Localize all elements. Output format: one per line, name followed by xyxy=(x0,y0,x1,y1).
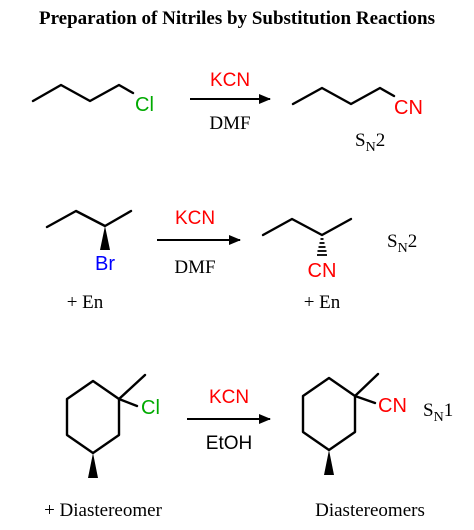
product-3-wedge-methyl xyxy=(324,450,334,475)
substrate-3-methyl-1 xyxy=(117,373,147,401)
reaction-2-mechanism: SN2 xyxy=(387,231,417,256)
substrate-1-halogen: Cl xyxy=(135,94,154,116)
reaction-3-reagent: KCN xyxy=(209,387,249,408)
substrate-1-skeleton xyxy=(31,83,135,103)
reaction-2: Br + En KCN DMF CN + En SN2 xyxy=(45,208,417,313)
substrate-3-halogen: Cl xyxy=(141,397,160,419)
product-1-skeleton xyxy=(291,86,396,106)
reaction-2-reagent: KCN xyxy=(175,208,215,229)
substrate-3-c-cl-bond xyxy=(117,397,139,408)
product-3-ring xyxy=(301,376,357,452)
reaction-2-solvent: DMF xyxy=(174,257,215,278)
reaction-1: Cl KCN DMF CN SN2 xyxy=(31,70,423,155)
product-2-note: + En xyxy=(304,292,341,313)
product-3-c-cn-bond xyxy=(353,394,377,405)
substrate-3-note: + Diastereomer xyxy=(44,500,162,521)
substrate-2-skeleton xyxy=(45,209,133,229)
product-3-methyl-1 xyxy=(353,372,380,398)
reaction-1-mechanism: SN2 xyxy=(355,130,385,155)
reaction-3: Cl + Diastereomer KCN EtOH CN Diastereom… xyxy=(44,372,453,521)
product-1-nitrile: CN xyxy=(394,97,423,119)
reaction-3-solvent: EtOH xyxy=(206,433,252,454)
substrate-2-wedge-bond xyxy=(100,226,110,250)
reaction-1-reagent: KCN xyxy=(210,70,250,91)
reaction-1-solvent: DMF xyxy=(209,113,250,134)
substrate-2-note: + En xyxy=(67,292,104,313)
product-2-nitrile: CN xyxy=(308,260,337,282)
substrate-2-halogen: Br xyxy=(95,253,115,275)
reaction-3-mechanism: SN1 xyxy=(423,400,453,425)
product-2-hash-bond xyxy=(317,238,327,256)
product-3-nitrile: CN xyxy=(378,395,407,417)
page-title: Preparation of Nitriles by Substitution … xyxy=(39,8,435,29)
substrate-3-ring xyxy=(65,379,121,455)
product-3-note: Diastereomers xyxy=(315,500,425,521)
product-2-skeleton xyxy=(261,217,353,237)
substrate-3-wedge-methyl xyxy=(88,453,98,478)
